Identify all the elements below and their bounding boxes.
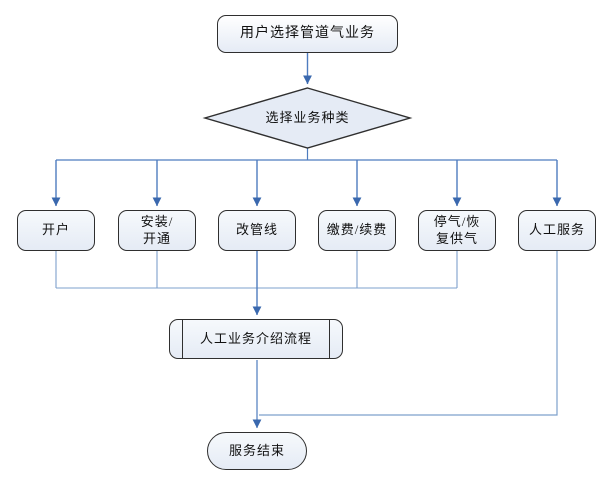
node-intro-process: 人工业务介绍流程 (169, 319, 343, 359)
connector-options-collector (55, 251, 458, 289)
node-start-label: 用户选择管道气业务 (240, 26, 375, 42)
connector-decision-branch-rail (56, 148, 557, 161)
node-option-change-pipeline: 改管线 (218, 210, 296, 251)
connector-manual-service-end (259, 251, 558, 416)
node-option-payment-renewal: 缴费/续费 (318, 210, 396, 251)
intro-process-label: 人工业务介绍流程 (199, 330, 312, 346)
node-option-manual-service: 人工服务 (518, 210, 596, 251)
option-label: 停气/恢 复供气 (433, 214, 481, 246)
node-option-install-activate: 安装/ 开通 (118, 210, 196, 251)
node-end-label: 服务结束 (228, 442, 285, 458)
option-label: 开户 (41, 222, 70, 238)
node-end: 服务结束 (207, 432, 307, 470)
option-label: 改管线 (235, 222, 278, 238)
node-start: 用户选择管道气业务 (217, 15, 398, 53)
node-option-open-account: 开户 (17, 210, 95, 251)
option-label: 安装/ 开通 (140, 214, 174, 246)
predefined-process-left-bar (182, 320, 183, 358)
node-decision-label: 选择业务种类 (232, 104, 383, 132)
decision-diamond-shape (202, 87, 413, 149)
node-option-stop-resume-gas: 停气/恢 复供气 (418, 210, 496, 251)
decision-label-text: 选择业务种类 (265, 109, 350, 125)
option-label: 缴费/续费 (326, 222, 388, 238)
option-label: 人工服务 (528, 222, 585, 238)
predefined-process-right-bar (329, 320, 330, 358)
